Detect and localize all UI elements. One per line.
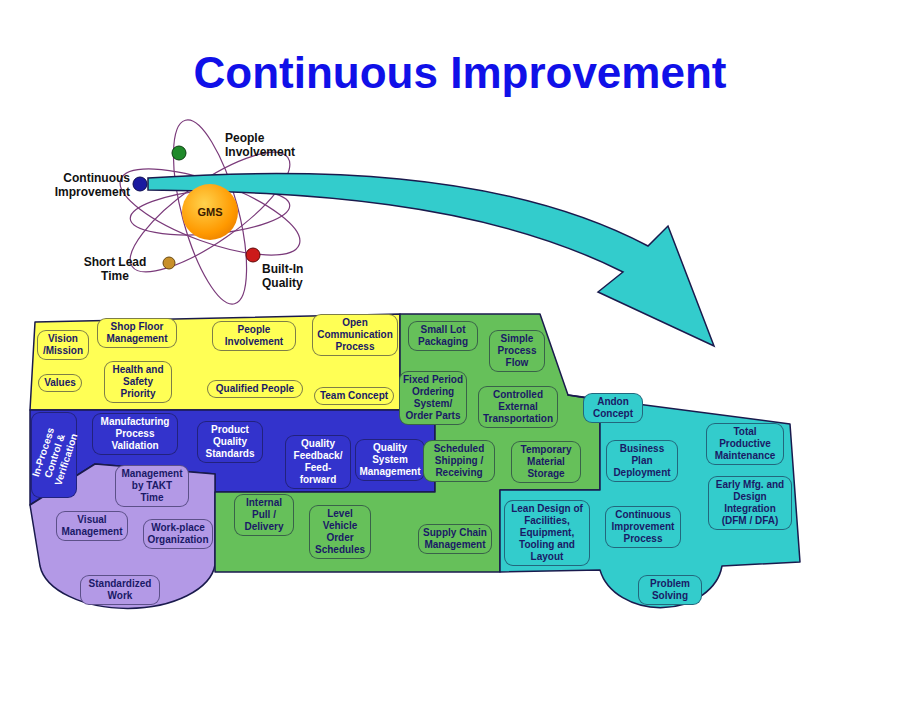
atom-label: Short Lead Time	[70, 255, 160, 283]
piece-label: People Involvement	[216, 324, 292, 348]
piece-label: Vision /Mission	[41, 333, 85, 357]
title: Continuous Improvement	[0, 48, 920, 98]
puzzle-piece: Management by TAKT Time	[115, 465, 189, 507]
atom-label: Continuous Improvement	[30, 171, 130, 199]
puzzle-piece: Simple Process Flow	[489, 330, 545, 372]
atom-label: Built-In Quality	[262, 262, 342, 290]
piece-label: Scheduled Shipping / Receiving	[427, 443, 491, 479]
piece-label: Visual Management	[60, 514, 124, 538]
puzzle-piece: Temporary Material Storage	[511, 441, 581, 483]
piece-label: Andon Concept	[587, 396, 639, 420]
piece-label: Product Quality Standards	[201, 424, 259, 460]
piece-label: Quality Feedback/ Feed-forward	[289, 438, 347, 486]
piece-label: Temporary Material Storage	[515, 444, 577, 480]
piece-label: Controlled External Transportation	[482, 389, 554, 425]
puzzle-piece: Scheduled Shipping / Receiving	[423, 440, 495, 482]
electron	[172, 146, 186, 160]
piece-label: Small Lot Packaging	[412, 324, 474, 348]
puzzle-piece: Controlled External Transportation	[478, 386, 558, 428]
piece-label: Health and Safety Priority	[108, 364, 168, 400]
piece-label: Total Productive Maintenance	[710, 426, 780, 462]
piece-label: Manufacturing Process Validation	[96, 416, 174, 452]
piece-label: Lean Design of Facilities, Equipment, To…	[508, 503, 586, 563]
puzzle-piece: Early Mfg. and Design Integration (DFM /…	[708, 476, 792, 530]
puzzle-piece: Shop Floor Management	[97, 318, 177, 348]
piece-label: Fixed Period Ordering System/ Order Part…	[403, 374, 463, 422]
core-label: GMS	[197, 206, 222, 218]
piece-label: Level Vehicle Order Schedules	[313, 508, 367, 556]
puzzle-piece: People Involvement	[212, 321, 296, 351]
puzzle-piece: Vision /Mission	[37, 330, 89, 360]
puzzle-piece: Business Plan Deployment	[606, 440, 678, 482]
puzzle-piece: Qualified People	[207, 380, 303, 398]
piece-label: Business Plan Deployment	[610, 443, 674, 479]
atom-label: People Involvement	[225, 131, 295, 159]
piece-label: Work-place Organization	[147, 522, 209, 546]
puzzle-piece: Values	[38, 374, 82, 392]
puzzle-piece: Product Quality Standards	[197, 421, 263, 463]
piece-label: Continuous Improvement Process	[609, 509, 677, 545]
electron	[163, 257, 175, 269]
puzzle-piece: Small Lot Packaging	[408, 321, 478, 351]
puzzle-piece: In-Process Control & Verification	[31, 412, 77, 498]
puzzle-piece: Andon Concept	[583, 393, 643, 423]
puzzle-piece: Manufacturing Process Validation	[92, 413, 178, 455]
electron	[133, 177, 147, 191]
piece-label: Team Concept	[318, 390, 390, 402]
piece-label: Supply Chain Management	[422, 527, 488, 551]
piece-label: Standardized Work	[84, 578, 156, 602]
piece-label: In-Process Control & Verification	[26, 412, 85, 499]
core-circle: GMS	[182, 184, 238, 240]
puzzle-piece: Supply Chain Management	[418, 524, 492, 554]
puzzle-piece: Lean Design of Facilities, Equipment, To…	[504, 500, 590, 566]
puzzle-piece: Internal Pull / Delivery	[234, 494, 294, 536]
piece-label: Values	[42, 377, 78, 389]
piece-label: Internal Pull / Delivery	[238, 497, 290, 533]
piece-label: Problem Solving	[642, 578, 698, 602]
puzzle-piece: Open Communication Process	[312, 314, 398, 356]
puzzle-piece: Problem Solving	[638, 575, 702, 605]
piece-label: Simple Process Flow	[493, 333, 541, 369]
puzzle-piece: Quality Feedback/ Feed-forward	[285, 435, 351, 489]
puzzle-piece: Level Vehicle Order Schedules	[309, 505, 371, 559]
puzzle-piece: Health and Safety Priority	[104, 361, 172, 403]
puzzle-piece: Team Concept	[314, 387, 394, 405]
puzzle-piece: Work-place Organization	[143, 519, 213, 549]
electron	[246, 248, 260, 262]
piece-label: Early Mfg. and Design Integration (DFM /…	[712, 479, 788, 527]
puzzle-piece: Fixed Period Ordering System/ Order Part…	[399, 371, 467, 425]
puzzle-piece: Continuous Improvement Process	[605, 506, 681, 548]
puzzle-piece: Total Productive Maintenance	[706, 423, 784, 465]
piece-label: Management by TAKT Time	[119, 468, 185, 504]
puzzle-piece: Standardized Work	[80, 575, 160, 605]
piece-label: Qualified People	[211, 383, 299, 395]
vehicle	[30, 314, 800, 608]
piece-label: Open Communication Process	[316, 317, 394, 353]
piece-label: Quality System Management	[359, 442, 421, 478]
puzzle-piece: Visual Management	[56, 511, 128, 541]
puzzle-piece: Quality System Management	[355, 439, 425, 481]
piece-label: Shop Floor Management	[101, 321, 173, 345]
